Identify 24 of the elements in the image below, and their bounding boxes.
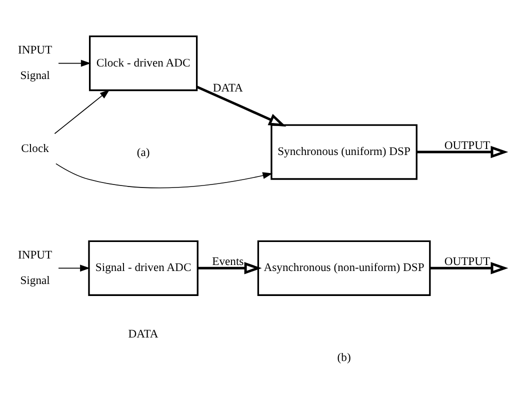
node-box: Synchronous (uniform) DSP [270,124,418,180]
node-box: Clock - driven ADC [88,35,198,91]
label: (a) [136,145,150,158]
arrow [54,89,110,134]
arrow [58,264,90,272]
arrow [430,262,508,274]
arrow [56,162,273,188]
node-box: Signal - driven ADC [88,240,198,296]
arrow [58,59,91,66]
edge-label: Events [212,254,244,268]
node-label: INPUT [18,42,52,56]
arrow [198,262,262,274]
arrow [416,145,508,158]
label: (b) [337,350,351,364]
node-label: INPUT [18,248,52,261]
arrow [196,85,286,126]
node-label: Clock [21,141,49,154]
label: DATA [128,327,158,340]
edge-label: OUTPUT [444,254,490,268]
node-label: Signal [20,68,50,82]
node-label: Signal [20,274,50,287]
edge-label: OUTPUT [444,138,490,152]
edge-label: DATA [212,81,243,94]
node-box: Asynchronous (non-uniform) DSP [257,240,431,296]
